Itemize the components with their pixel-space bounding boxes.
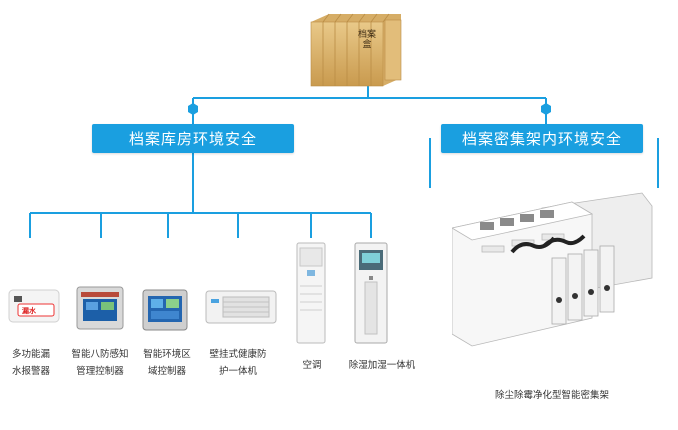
device-label-5-line1: 空调 [302,360,322,371]
dehumidifier-humidifier-device [353,242,389,344]
device-label-3: 智能环境区 域控制器 [136,346,198,380]
device-label-2: 智能八防感知 管理控制器 [66,346,134,380]
eight-protection-controller-device [76,286,124,330]
device-label-5: 空调 [290,357,334,374]
device-label-2-line1: 智能八防感知 [71,349,129,360]
wall-mounted-health-unit-device [205,289,277,325]
shelving-caption: 除尘除霉净化型智能密集架 [494,390,609,401]
folder-label: 档案盒 [357,30,376,50]
right-branch-title: 档案密集架内环境安全 [441,124,643,153]
water-leak-alarm-device [8,286,60,326]
right-node-hex [541,103,551,115]
left-branch-title: 档案库房环境安全 [92,124,294,153]
device-label-1-line1: 多功能漏 [11,349,50,360]
device-label-6-line1: 除湿加湿一体机 [348,360,416,371]
mobile-shelving-illustration [452,192,653,347]
air-conditioner-device [296,242,326,344]
archive-box-stack-icon [310,13,402,87]
device-label-2-line2: 管理控制器 [76,366,124,377]
regional-environment-controller-device [142,289,188,331]
device-label-4: 壁挂式健康防 护一体机 [203,346,273,380]
left-node-hex [188,103,198,115]
device-label-3-line2: 域控制器 [147,366,186,377]
device-label-4-line2: 护一体机 [218,366,257,377]
leak-badge-text: 漏水 [22,307,36,315]
device-label-3-line1: 智能环境区 [143,349,191,360]
device-label-1-line2: 水报警器 [11,366,50,377]
device-label-6: 除湿加湿一体机 [340,357,424,374]
device-label-4-line1: 壁挂式健康防 [209,349,267,360]
device-label-1: 多功能漏 水报警器 [2,346,60,380]
